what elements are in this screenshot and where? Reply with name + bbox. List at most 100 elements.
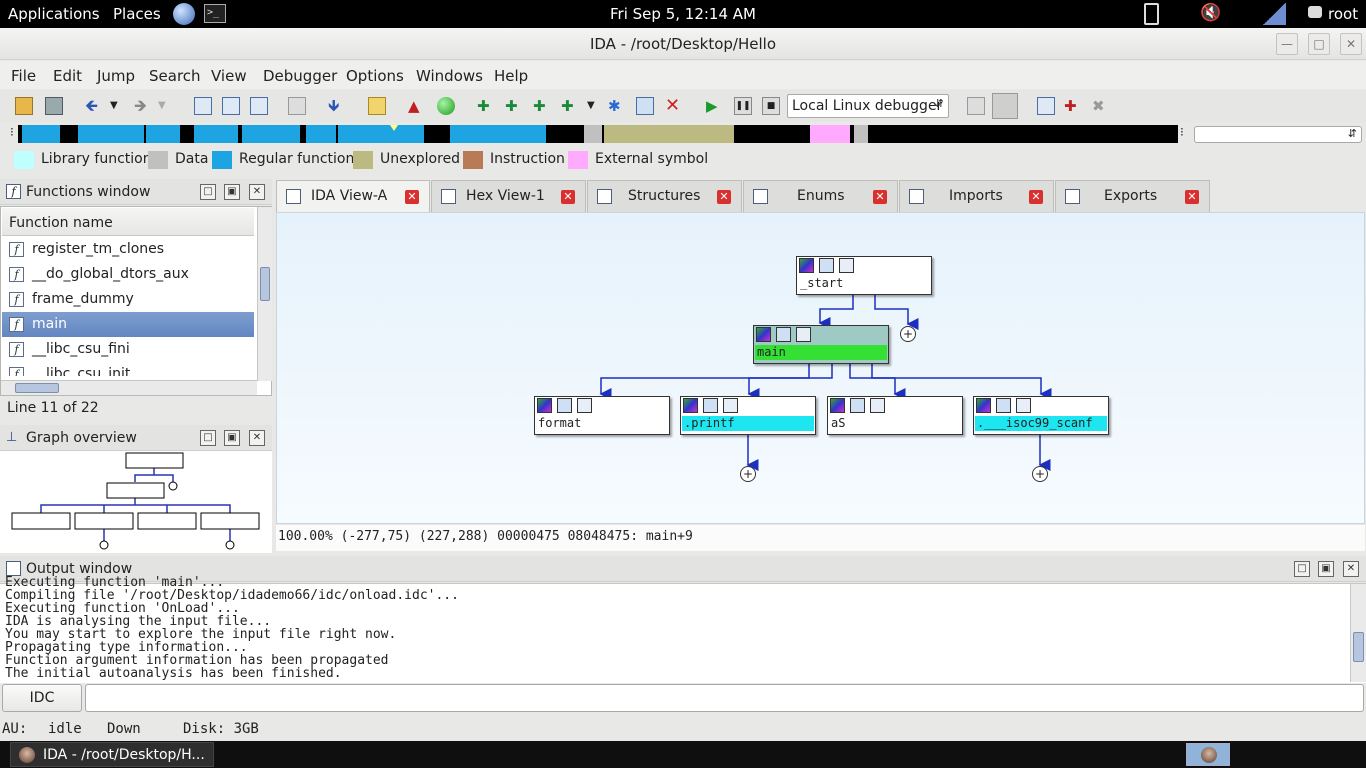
graph-overview-canvas[interactable] [0,451,272,553]
debugger-select[interactable]: Local Linux debugger⇵ [787,94,949,118]
applications-menu[interactable]: Applications [8,5,100,23]
network-signal-icon[interactable] [1262,3,1286,25]
save-icon[interactable] [45,97,63,115]
analysis-icon[interactable] [368,97,386,115]
graph-collapsed-node[interactable]: + [1032,466,1048,482]
node-color-icon[interactable] [683,398,698,413]
navigation-band[interactable] [18,125,1178,143]
step-over-icon[interactable] [992,93,1018,119]
step-into-icon[interactable] [967,97,985,115]
function-row[interactable]: f__libc_csu_fini [2,337,254,362]
functions-horizontal-scrollbar[interactable] [1,380,257,395]
jump-down-icon[interactable]: 🡻 [328,96,340,115]
add-enum-icon[interactable]: ✱ [608,97,621,115]
navband-right-arrow[interactable]: ⁝ [1180,125,1184,139]
output-vertical-scrollbar[interactable] [1350,584,1366,682]
panel-close-button[interactable]: ✕ [249,184,265,200]
graph-collapsed-node[interactable]: + [740,466,756,482]
battery-icon[interactable] [1144,3,1159,25]
tab-structures[interactable]: Structures✕ [587,180,742,212]
add-breakpoint-icon[interactable]: ✚ [1064,97,1077,115]
navband-combo[interactable]: ⇵ [1194,126,1362,143]
idc-button[interactable]: IDC [2,684,82,712]
node-edit-icon[interactable] [819,258,834,273]
immediate-search-icon[interactable] [250,97,268,115]
node-graph-icon[interactable] [577,398,592,413]
menu-jump[interactable]: Jump [97,67,136,85]
node-edit-icon[interactable] [776,327,791,342]
scrollbar-thumb[interactable] [15,383,59,393]
node-color-icon[interactable] [756,327,771,342]
functions-vertical-scrollbar[interactable] [257,207,272,381]
tab-close-icon[interactable]: ✕ [1029,190,1043,204]
graph-node-printf[interactable]: .printf [680,396,816,435]
graph-node-scanf[interactable]: .___isoc99_scanf [973,396,1109,435]
back-arrow-icon[interactable]: 🡸 [85,96,98,115]
graph-node-main[interactable]: main [753,325,889,364]
tab-hex-view-1[interactable]: Hex View-1✕ [431,180,586,212]
binary-search-icon[interactable] [194,97,212,115]
menu-help[interactable]: Help [494,67,529,85]
panel-restore-button[interactable]: ▣ [1318,561,1334,577]
text-search-icon[interactable] [222,97,240,115]
node-graph-icon[interactable] [723,398,738,413]
add-data-icon[interactable]: ✚ [505,97,518,115]
menu-file[interactable]: File [11,67,37,85]
graph-node-start[interactable]: _start [796,256,932,295]
panel-restore-button[interactable]: ▣ [224,430,240,446]
node-edit-icon[interactable] [850,398,865,413]
tab-exports[interactable]: Exports✕ [1055,180,1210,212]
tab-enums[interactable]: Enums✕ [743,180,898,212]
forward-arrow-icon[interactable]: 🡺 [134,96,147,115]
minimize-button[interactable]: — [1276,33,1298,55]
green-circle-icon[interactable] [437,97,455,115]
panel-float-button[interactable]: □ [1294,561,1310,577]
stop-debugger-icon[interactable]: ■ [762,97,780,115]
menu-edit[interactable]: Edit [53,67,83,85]
tab-imports[interactable]: Imports✕ [899,180,1054,212]
menu-view[interactable]: View [211,67,247,85]
breakpoint-list-icon[interactable] [1037,97,1055,115]
node-edit-icon[interactable] [996,398,1011,413]
node-graph-icon[interactable] [1016,398,1031,413]
graph-node-as[interactable]: aS [827,396,963,435]
tab-close-icon[interactable]: ✕ [561,190,575,204]
panel-float-button[interactable]: □ [200,430,216,446]
graph-node-format[interactable]: format [534,396,670,435]
clock[interactable]: Fri Sep 5, 12:14 AM [610,5,756,23]
warning-triangle-icon[interactable]: ▲ [408,97,420,115]
graph-layout-icon[interactable] [288,97,306,115]
scrollbar-thumb[interactable] [260,267,270,301]
ida-graph-view[interactable]: _start + main format .printf aS .___isoc… [276,212,1365,524]
add-struct-icon[interactable]: ✚ [561,97,574,115]
edit-function-icon[interactable] [636,97,654,115]
tab-close-icon[interactable]: ✕ [717,190,731,204]
remove-breakpoint-icon[interactable]: ✖ [1092,97,1105,115]
idc-command-input[interactable] [85,684,1364,712]
node-graph-icon[interactable] [796,327,811,342]
node-color-icon[interactable] [830,398,845,413]
forward-dropdown-icon[interactable]: ▼ [158,100,166,111]
node-color-icon[interactable] [537,398,552,413]
node-edit-icon[interactable] [557,398,572,413]
node-color-icon[interactable] [799,258,814,273]
tab-close-icon[interactable]: ✕ [1185,190,1199,204]
navband-left-arrow[interactable]: ⁝ [10,125,14,139]
delete-icon[interactable]: ✕ [665,95,681,116]
add-dropdown-icon[interactable]: ▼ [587,100,595,111]
add-code-icon[interactable]: ✚ [477,97,490,115]
places-menu[interactable]: Places [113,5,161,23]
web-browser-icon[interactable] [173,3,195,25]
back-dropdown-icon[interactable]: ▼ [110,100,118,111]
chat-icon[interactable] [1308,6,1322,18]
function-name-column-header[interactable]: Function name [2,208,254,236]
start-debugger-icon[interactable]: ▶ [706,97,718,115]
menu-windows[interactable]: Windows [416,67,483,85]
menu-debugger[interactable]: Debugger [263,67,338,85]
panel-close-button[interactable]: ✕ [1343,561,1359,577]
close-button[interactable]: ✕ [1340,33,1362,55]
